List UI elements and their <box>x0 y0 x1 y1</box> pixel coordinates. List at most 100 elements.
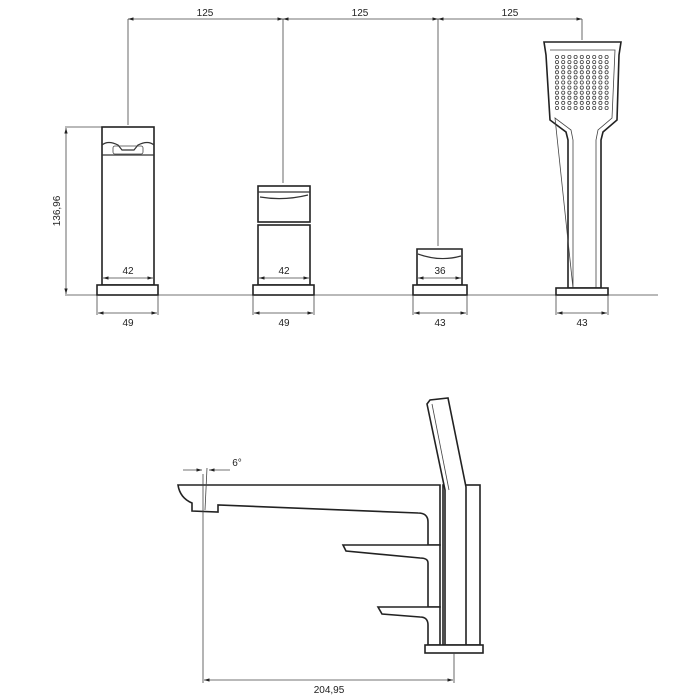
hand-shower-front-view: 43 <box>543 41 622 329</box>
nozzle-dot <box>561 70 566 75</box>
nozzle-dot <box>592 106 597 111</box>
nozzle-dot <box>592 85 597 90</box>
nozzle-dot <box>561 90 566 95</box>
nozzle-dot <box>561 100 566 105</box>
nozzle-dot <box>592 60 597 65</box>
nozzle-dot <box>579 60 584 65</box>
nozzle-dot <box>592 90 597 95</box>
nozzle-dot <box>604 70 609 75</box>
nozzle-dot <box>573 70 578 75</box>
nozzle-dot <box>586 65 591 70</box>
nozzle-dot <box>598 75 603 80</box>
nozzle-dot <box>586 100 591 105</box>
nozzle-dot <box>579 65 584 70</box>
nozzle-dot <box>555 90 560 95</box>
nozzle-dot <box>573 95 578 100</box>
nozzle-dot <box>586 90 591 95</box>
nozzle-dot <box>586 75 591 80</box>
base-width-4: 43 <box>576 318 588 329</box>
nozzle-dot <box>604 100 609 105</box>
nozzle-dot <box>555 65 560 70</box>
diverter-front-view: 36 43 <box>412 248 468 329</box>
nozzle-dot <box>592 95 597 100</box>
nozzle-dot <box>598 100 603 105</box>
nozzle-dot <box>555 70 560 75</box>
nozzle-dot <box>573 106 578 111</box>
nozzle-dot <box>561 95 566 100</box>
nozzle-dot <box>567 60 572 65</box>
nozzle-dot <box>598 70 603 75</box>
nozzle-dot <box>598 60 603 65</box>
nozzle-dot <box>555 100 560 105</box>
nozzle-dot <box>604 80 609 85</box>
height-label: 136,96 <box>52 195 63 226</box>
nozzle-dot <box>586 106 591 111</box>
nozzle-dot <box>567 75 572 80</box>
body-width-2: 42 <box>278 266 290 277</box>
nozzle-dot <box>586 60 591 65</box>
nozzle-dot <box>592 55 597 60</box>
spacing-label-2: 125 <box>352 8 369 19</box>
shower-nozzles <box>555 55 609 111</box>
nozzle-dot <box>567 55 572 60</box>
nozzle-dot <box>573 65 578 70</box>
nozzle-dot <box>604 90 609 95</box>
nozzle-dot <box>561 75 566 80</box>
reach-label: 204,95 <box>314 685 345 696</box>
nozzle-dot <box>604 55 609 60</box>
nozzle-dot <box>579 106 584 111</box>
side-view: 6° 204,95 <box>177 397 484 696</box>
nozzle-dot <box>586 80 591 85</box>
nozzle-dot <box>598 106 603 111</box>
nozzle-dot <box>598 85 603 90</box>
nozzle-dot <box>555 85 560 90</box>
nozzle-dot <box>567 95 572 100</box>
nozzle-dot <box>555 60 560 65</box>
base-width-2: 49 <box>278 318 290 329</box>
nozzle-dot <box>604 60 609 65</box>
spacing-dimensions: 125 125 125 <box>127 8 583 246</box>
nozzle-dot <box>592 75 597 80</box>
nozzle-dot <box>573 75 578 80</box>
nozzle-dot <box>598 55 603 60</box>
nozzle-dot <box>567 100 572 105</box>
nozzle-dot <box>598 95 603 100</box>
nozzle-dot <box>573 100 578 105</box>
height-dimension: 136,96 <box>52 126 102 294</box>
nozzle-dot <box>555 106 560 111</box>
nozzle-dot <box>555 55 560 60</box>
spacing-label-3: 125 <box>502 8 519 19</box>
nozzle-dot <box>567 85 572 90</box>
nozzle-dot <box>561 85 566 90</box>
nozzle-dot <box>592 70 597 75</box>
nozzle-dot <box>567 65 572 70</box>
nozzle-dot <box>604 75 609 80</box>
nozzle-dot <box>567 70 572 75</box>
nozzle-dot <box>579 90 584 95</box>
spacing-label-1: 125 <box>197 8 214 19</box>
nozzle-dot <box>561 80 566 85</box>
nozzle-dot <box>579 95 584 100</box>
nozzle-dot <box>579 75 584 80</box>
body-width-3: 36 <box>434 266 446 277</box>
nozzle-dot <box>567 106 572 111</box>
nozzle-dot <box>555 75 560 80</box>
nozzle-dot <box>598 90 603 95</box>
nozzle-dot <box>586 55 591 60</box>
nozzle-dot <box>567 80 572 85</box>
nozzle-dot <box>598 65 603 70</box>
base-width-1: 49 <box>122 318 134 329</box>
nozzle-dot <box>604 85 609 90</box>
nozzle-dot <box>579 100 584 105</box>
nozzle-dot <box>567 90 572 95</box>
nozzle-dot <box>592 65 597 70</box>
nozzle-dot <box>579 80 584 85</box>
nozzle-dot <box>592 100 597 105</box>
mixer-front-view: 42 49 <box>252 185 315 329</box>
nozzle-dot <box>573 60 578 65</box>
base-width-3: 43 <box>434 318 446 329</box>
nozzle-dot <box>561 65 566 70</box>
nozzle-dot <box>555 95 560 100</box>
nozzle-dot <box>579 85 584 90</box>
